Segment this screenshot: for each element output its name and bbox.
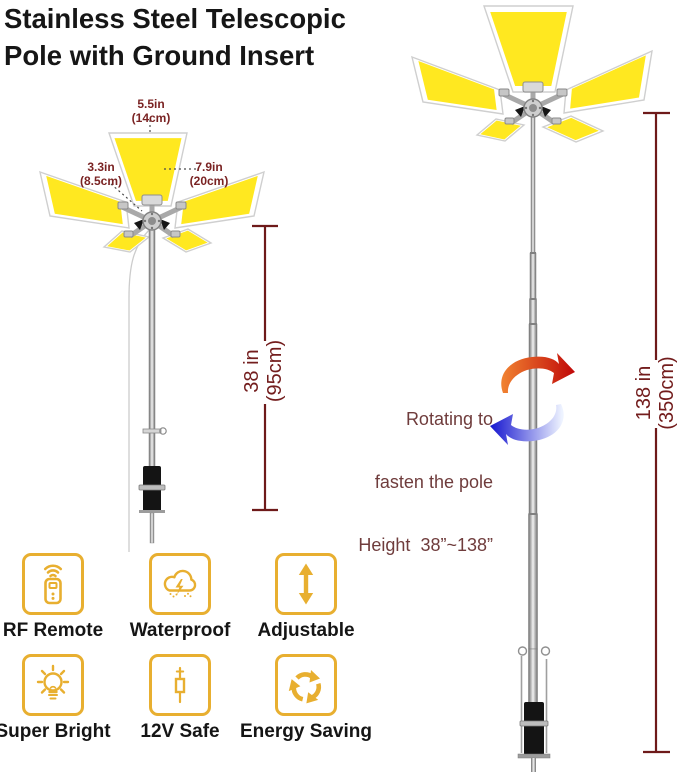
- panel-right-measurement: 7.9in (20cm): [189, 160, 229, 188]
- rotating-note: Rotating to fasten the pole Height 38”~1…: [358, 409, 493, 555]
- feature-label: Energy Saving: [240, 721, 372, 742]
- feature-rf-remote: RF Remote: [0, 553, 128, 642]
- lamp-short: [39, 132, 265, 552]
- dimension-line-tall: [643, 111, 670, 754]
- ground-spike: [149, 512, 155, 544]
- feature-energy-saving: Energy Saving: [231, 654, 381, 743]
- feature-label: 12V Safe: [140, 721, 220, 742]
- leader-lines: [110, 120, 196, 212]
- feature-label: Adjustable: [257, 620, 355, 641]
- waterproof-icon: [163, 569, 197, 598]
- pole-tall-height-label: 138 in (350cm): [633, 356, 678, 430]
- feature-12v-safe: 12V Safe: [105, 654, 255, 743]
- rotation-arrow-red: [501, 353, 575, 393]
- pole-grip: [524, 702, 544, 755]
- lamp-tall: [411, 5, 653, 772]
- panel-top-measurement: 5.5in (14cm): [131, 97, 171, 125]
- title-line-2: Pole with Ground Insert: [4, 40, 315, 71]
- feature-waterproof: Waterproof: [105, 553, 255, 642]
- pole-short-height-label: 38 in (95cm): [241, 339, 286, 403]
- title-line-1: Stainless Steel Telescopic: [4, 3, 346, 34]
- super-bright-icon: [36, 664, 70, 700]
- rf-remote-icon: [43, 564, 63, 605]
- energy-saving-icon: [288, 670, 322, 704]
- lamp-panels: [39, 132, 265, 253]
- feature-label: RF Remote: [2, 620, 104, 641]
- adjustable-icon: [298, 563, 314, 605]
- dimension-line-short: [252, 224, 278, 512]
- panel-left-measurement: 3.3in (8.5cm): [79, 160, 123, 188]
- page-title: Stainless Steel Telescopic Pole with Gro…: [4, 0, 434, 74]
- feature-super-bright: Super Bright: [0, 654, 128, 743]
- 12v-safe-icon: [174, 666, 186, 704]
- feature-adjustable: Adjustable: [231, 553, 381, 642]
- rotation-arrow-blue: [490, 404, 564, 445]
- ground-spike: [531, 758, 536, 772]
- feature-label: Waterproof: [129, 620, 231, 641]
- lamp-panels: [411, 5, 653, 143]
- feature-label: Super Bright: [0, 721, 111, 742]
- lamp-hub: [499, 82, 567, 124]
- pole-tall: [517, 107, 551, 772]
